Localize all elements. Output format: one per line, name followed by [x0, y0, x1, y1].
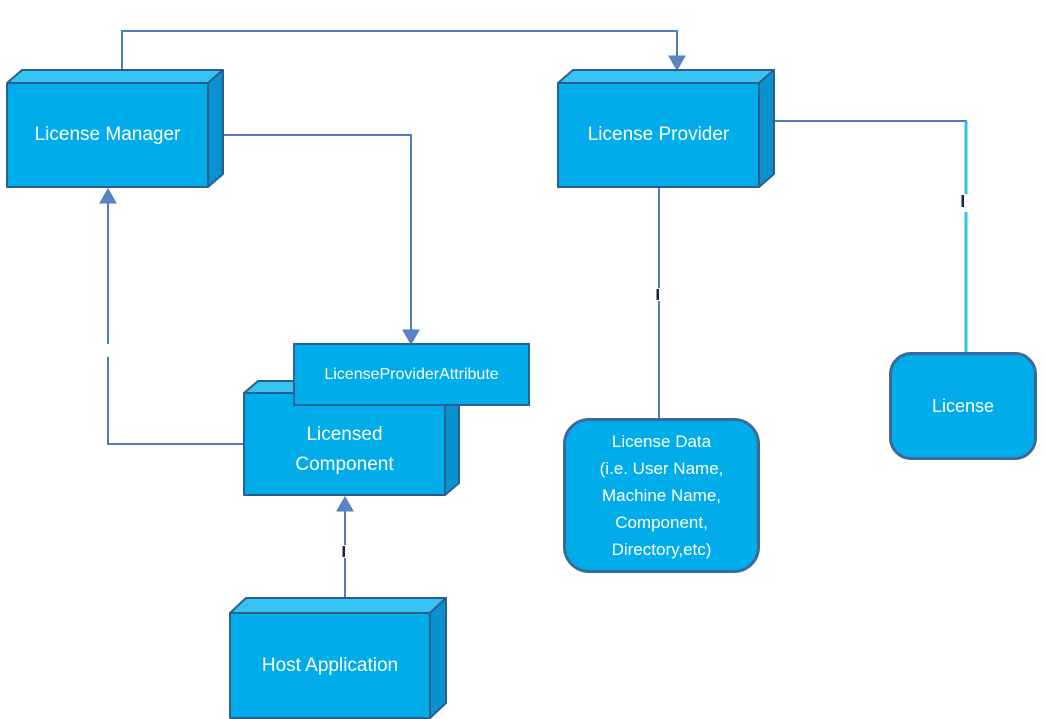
- license-provider-label: License Provider: [587, 124, 730, 145]
- license-manager-label: License Manager: [34, 124, 181, 145]
- license-label: License: [931, 395, 995, 416]
- edge-license-provider-to-license-data[interactable]: [656, 187, 660, 418]
- host-application-label: Host Application: [261, 654, 399, 676]
- connector-tick: [342, 546, 345, 557]
- cube-shape: [229, 597, 447, 719]
- licensed-component-label: Licensed Component: [295, 423, 394, 475]
- node-license-manager[interactable]: License Manager: [6, 69, 224, 189]
- edge-host-application-to-licensed-component[interactable]: [336, 495, 354, 598]
- node-license-provider[interactable]: License Provider: [557, 69, 775, 189]
- node-license-provider-attribute[interactable]: LicenseProviderAttribute: [293, 343, 530, 406]
- node-license-data[interactable]: License Data (i.e. User Name, Machine Na…: [563, 418, 760, 573]
- cube-shape: [6, 69, 224, 188]
- arrowhead-up-icon: [336, 495, 354, 512]
- edge-license-manager-to-license-provider-attribute[interactable]: [215, 134, 420, 346]
- edge-license-manager-to-license-provider[interactable]: [121, 30, 686, 72]
- node-host-application[interactable]: Host Application: [229, 597, 447, 719]
- edge-licensed-component-to-license-manager[interactable]: [99, 187, 244, 445]
- cube-shape: [557, 69, 775, 188]
- connector-tick: [961, 195, 964, 207]
- connector-tick: [656, 289, 659, 300]
- arrowhead-down-icon: [402, 329, 420, 346]
- edge-license-provider-to-license[interactable]: [774, 120, 968, 353]
- arrowhead-down-icon: [668, 55, 686, 72]
- arrowhead-up-icon: [99, 187, 117, 204]
- node-license[interactable]: License: [889, 352, 1037, 460]
- license-provider-attribute-label: LicenseProviderAttribute: [324, 365, 499, 383]
- license-data-label: License Data (i.e. User Name, Machine Na…: [599, 432, 724, 559]
